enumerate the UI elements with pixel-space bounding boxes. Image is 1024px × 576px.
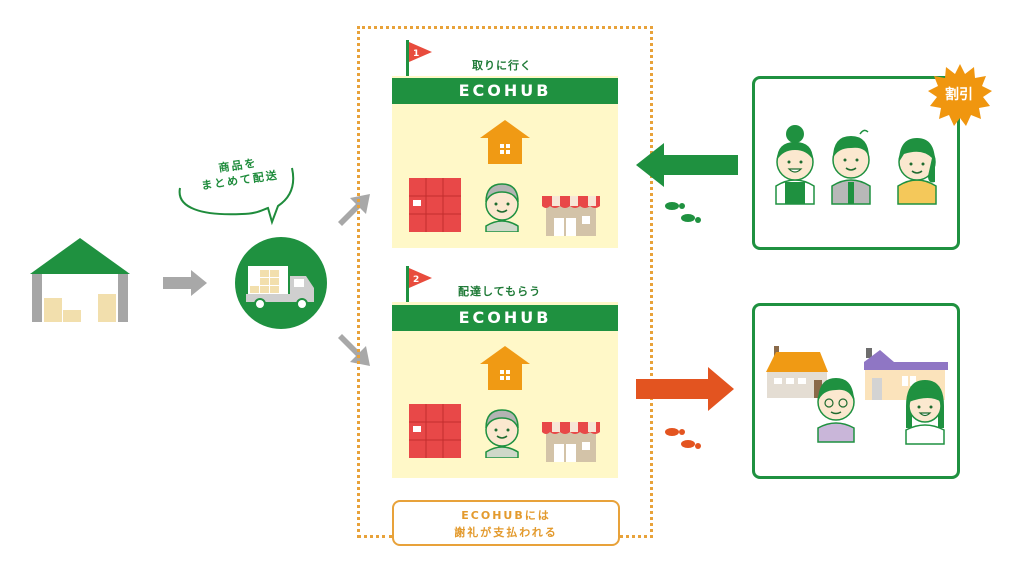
customer-glasses-man-icon: [810, 372, 862, 444]
store-icon: [540, 416, 602, 462]
discount-badge-label: 割引: [945, 87, 973, 103]
payment-note-line1: ECOHUBには: [461, 509, 551, 522]
frame-bottom-left: [357, 535, 393, 538]
customer-apron-woman-icon: [770, 120, 820, 206]
speech-bubble: [172, 148, 302, 228]
step-1-flag-icon: 1: [404, 40, 436, 80]
store-icon: [540, 190, 602, 236]
footprints-icon: [662, 198, 706, 226]
elderly-person-icon: [480, 402, 524, 458]
payment-note-line2: 謝礼が支払われる: [454, 526, 558, 539]
ecohub-group-frame: [357, 26, 653, 538]
svg-text:1: 1: [413, 49, 419, 59]
hub-2-banner: ECOHUB: [392, 305, 618, 331]
hub-1-banner: ECOHUB: [392, 78, 618, 104]
payment-note: ECOHUBには 謝礼が支払われる: [392, 500, 620, 546]
step-2-flag-icon: 2: [404, 266, 436, 306]
orange-house-icon: [766, 346, 828, 398]
warehouse-icon: [28, 236, 132, 324]
elderly-person-icon: [480, 176, 524, 232]
customer-suited-man-icon: [826, 120, 876, 206]
delivery-truck-icon: [234, 236, 328, 330]
delivery-arrow-icon: [636, 367, 736, 411]
discount-badge-icon: [928, 64, 992, 128]
customer-girl-icon: [900, 376, 950, 446]
parcel-locker-icon: [409, 404, 461, 458]
svg-text:2: 2: [413, 275, 419, 285]
pickup-arrow-icon: [636, 143, 740, 187]
flow-arrow-down-icon: [334, 330, 374, 370]
frame-bottom-right: [620, 535, 653, 538]
flow-arrow-up-icon: [334, 190, 374, 230]
footprints-icon: [662, 424, 706, 452]
house-icon: [480, 120, 530, 164]
purple-house-icon: [864, 348, 948, 400]
customer-woman-icon: [892, 124, 942, 206]
house-icon: [480, 346, 530, 390]
flow-arrow-icon: [163, 270, 208, 296]
parcel-locker-icon: [409, 178, 461, 232]
hub-1-title: 取りに行く: [472, 59, 532, 72]
hub-2-title: 配達してもらう: [458, 285, 542, 298]
